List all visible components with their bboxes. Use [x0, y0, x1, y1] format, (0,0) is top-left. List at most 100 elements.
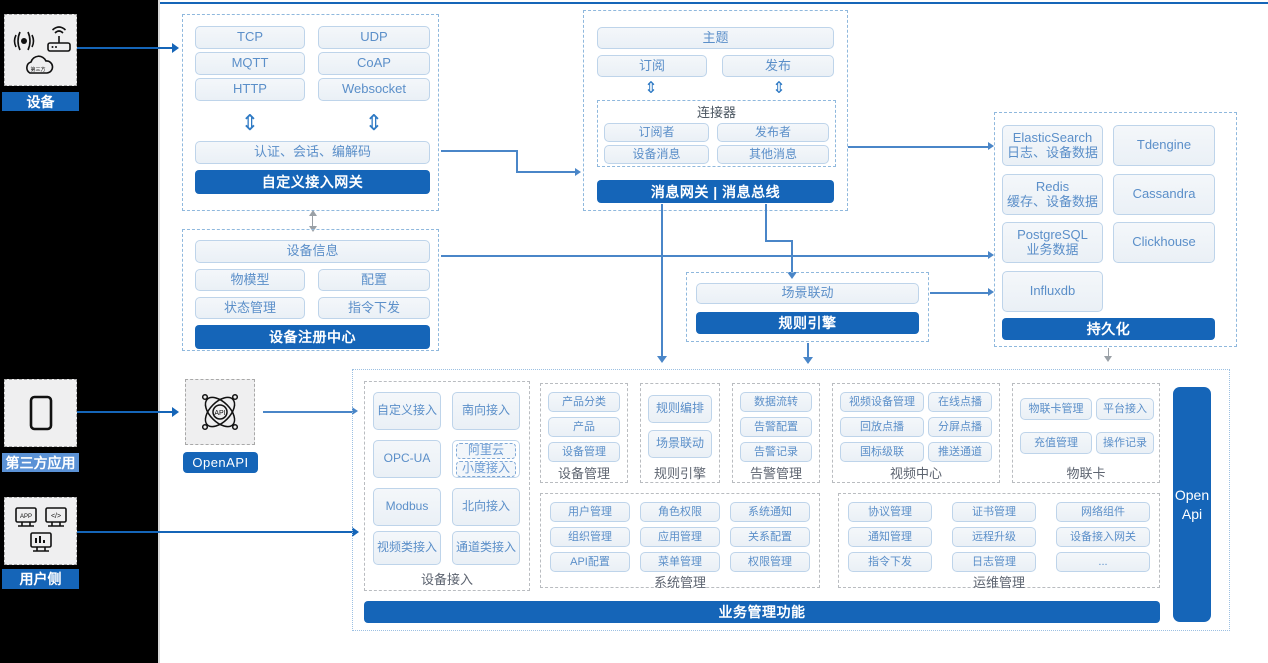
om-network-comp[interactable]: 网络组件 — [1056, 502, 1150, 522]
message-bus-bar[interactable]: 消息网关 | 消息总线 — [597, 180, 834, 203]
protocol-tcp[interactable]: TCP — [195, 26, 305, 49]
dm-product-category[interactable]: 产品分类 — [548, 392, 620, 412]
svg-text:第三方: 第三方 — [30, 66, 45, 73]
top-accent-rule — [160, 2, 1268, 4]
am-alarm-config[interactable]: 告警配置 — [740, 417, 812, 437]
storage-redis[interactable]: Redis 缓存、设备数据 — [1002, 174, 1103, 215]
registry-thing-model[interactable]: 物模型 — [195, 269, 305, 291]
business-bar[interactable]: 业务管理功能 — [364, 601, 1160, 623]
gateway-bar[interactable]: 自定义接入网关 — [195, 170, 430, 194]
ic-operation-log[interactable]: 操作记录 — [1096, 432, 1154, 454]
storage-elasticsearch[interactable]: ElasticSearch 日志、设备数据 — [1002, 125, 1103, 166]
dm-product[interactable]: 产品 — [548, 417, 620, 437]
conn-rules-to-business-arrow — [803, 357, 813, 364]
protocol-mqtt[interactable]: MQTT — [195, 52, 305, 75]
vc-gb-cascade[interactable]: 国标级联 — [840, 442, 924, 462]
group-ops-mgmt-title: 运维管理 — [972, 574, 1025, 590]
rules-scene-linkage[interactable]: 场景联动 — [696, 283, 919, 304]
rules-bar[interactable]: 规则引擎 — [696, 312, 919, 334]
da-custom-access[interactable]: 自定义接入 — [373, 392, 441, 430]
conn-rules-to-storage — [930, 292, 990, 294]
message-publish[interactable]: 发布 — [722, 55, 834, 77]
storage-desc: 业务数据 — [1026, 241, 1079, 257]
storage-postgresql[interactable]: PostgreSQL 业务数据 — [1002, 222, 1103, 263]
da-modbus[interactable]: Modbus — [373, 488, 441, 526]
sm-org-mgmt[interactable]: 组织管理 — [550, 527, 630, 547]
da-northbound[interactable]: 北向接入 — [452, 488, 520, 526]
group-system-mgmt — [540, 493, 820, 588]
connector-device-msg[interactable]: 设备消息 — [604, 145, 709, 164]
storage-bar[interactable]: 持久化 — [1002, 318, 1215, 340]
storage-tdengine[interactable]: Tdengine — [1113, 125, 1215, 166]
sm-app-mgmt[interactable]: 应用管理 — [640, 527, 720, 547]
sm-menu-mgmt[interactable]: 菜单管理 — [640, 552, 720, 572]
om-notify-mgmt[interactable]: 通知管理 — [848, 527, 932, 547]
da-video[interactable]: 视频类接入 — [373, 531, 441, 565]
sm-sys-notify[interactable]: 系统通知 — [730, 502, 810, 522]
sm-relation-cfg[interactable]: 关系配置 — [730, 527, 810, 547]
conn-openapi-to-business-arrow — [352, 407, 358, 415]
om-remote-upgrade[interactable]: 远程升级 — [952, 527, 1036, 547]
sm-role-perm[interactable]: 角色权限 — [640, 502, 720, 522]
protocol-http[interactable]: HTTP — [195, 78, 305, 101]
vc-push-channel[interactable]: 推送通道 — [928, 442, 992, 462]
registry-state-mgmt[interactable]: 状态管理 — [195, 297, 305, 319]
ic-platform-access[interactable]: 平台接入 — [1096, 398, 1154, 420]
sm-perm-mgmt[interactable]: 权限管理 — [730, 552, 810, 572]
storage-name: Redis — [1035, 178, 1070, 194]
da-southbound[interactable]: 南向接入 — [452, 392, 520, 430]
openapi-label-bar[interactable]: OpenAPI — [183, 452, 258, 473]
ic-recharge-mgmt[interactable]: 充值管理 — [1020, 432, 1092, 454]
protocol-udp[interactable]: UDP — [318, 26, 430, 49]
om-log-mgmt[interactable]: 日志管理 — [952, 552, 1036, 572]
storage-cassandra[interactable]: Cassandra — [1113, 174, 1215, 215]
om-more[interactable]: ... — [1056, 552, 1150, 572]
gateway-codec-cell[interactable]: 认证、会话、编解码 — [195, 141, 430, 164]
group-alarm-mgmt — [732, 383, 820, 483]
storage-influxdb[interactable]: Influxdb — [1002, 271, 1103, 312]
sm-user-mgmt[interactable]: 用户管理 — [550, 502, 630, 522]
group-rule-engine-title: 规则引擎 — [653, 465, 706, 481]
connector-other-msg[interactable]: 其他消息 — [717, 145, 829, 164]
connector-publisher[interactable]: 发布者 — [717, 123, 829, 142]
protocol-coap[interactable]: CoAP — [318, 52, 430, 75]
connector-subscriber[interactable]: 订阅者 — [604, 123, 709, 142]
om-command-issue[interactable]: 指令下发 — [848, 552, 932, 572]
message-subscribe[interactable]: 订阅 — [597, 55, 707, 77]
om-protocol-mgmt[interactable]: 协议管理 — [848, 502, 932, 522]
registry-device-info[interactable]: 设备信息 — [195, 240, 430, 263]
vc-split-screen[interactable]: 分屏点播 — [928, 417, 992, 437]
re-scene-linkage[interactable]: 场景联动 — [648, 430, 712, 458]
registry-bar[interactable]: 设备注册中心 — [195, 325, 430, 349]
rail-label-device: 设备 — [2, 92, 79, 111]
da-aliyun[interactable]: 阿里云 — [456, 443, 516, 459]
conn-userside-arrow — [352, 527, 359, 537]
vc-video-device-mgmt[interactable]: 视频设备管理 — [840, 392, 924, 412]
message-topic[interactable]: 主题 — [597, 27, 834, 49]
device-access-title: 设备接入 — [420, 571, 473, 587]
registry-config[interactable]: 配置 — [318, 269, 430, 291]
sm-api-config[interactable]: API配置 — [550, 552, 630, 572]
storage-desc: 日志、设备数据 — [1006, 144, 1098, 160]
conn-bus-to-business-v — [661, 204, 663, 360]
conn-device-arrow — [172, 43, 179, 53]
da-opcua[interactable]: OPC-UA — [373, 440, 441, 478]
om-cert-mgmt[interactable]: 证书管理 — [952, 502, 1036, 522]
da-xiaodu[interactable]: 小度接入 — [456, 461, 516, 477]
am-data-flow[interactable]: 数据流转 — [740, 392, 812, 412]
protocol-websocket[interactable]: Websocket — [318, 78, 430, 101]
dm-device-mgmt[interactable]: 设备管理 — [548, 442, 620, 462]
om-device-gateway[interactable]: 设备接入网关 — [1056, 527, 1150, 547]
openapi-side-bar[interactable]: Open Api — [1173, 387, 1211, 622]
ic-card-mgmt[interactable]: 物联卡管理 — [1020, 398, 1092, 420]
group-video-center-title: 视频中心 — [889, 465, 942, 481]
da-channel[interactable]: 通道类接入 — [452, 531, 520, 565]
conn-registry-to-storage-arrow — [988, 251, 994, 259]
vc-playback[interactable]: 回放点播 — [840, 417, 924, 437]
code-monitor-icon: </> — [44, 507, 67, 527]
registry-command[interactable]: 指令下发 — [318, 297, 430, 319]
storage-clickhouse[interactable]: Clickhouse — [1113, 222, 1215, 263]
am-alarm-record[interactable]: 告警记录 — [740, 442, 812, 462]
vc-online-play[interactable]: 在线点播 — [928, 392, 992, 412]
re-rule-orchestration[interactable]: 规则编排 — [648, 395, 712, 423]
